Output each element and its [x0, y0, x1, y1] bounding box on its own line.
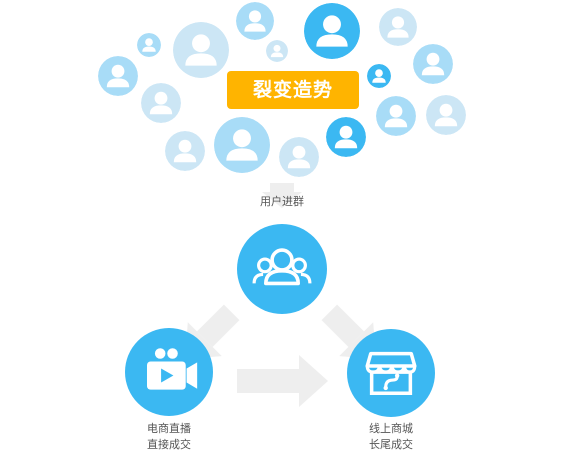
- avatar-icon: [137, 33, 161, 57]
- avatar-icon: [304, 3, 360, 59]
- fission-banner: 裂变造势: [227, 71, 359, 109]
- avatar-icon: [214, 117, 270, 173]
- avatar-icon: [376, 96, 416, 136]
- video-camera-icon: [147, 348, 198, 390]
- live-stream-label-line2: 直接成交: [147, 438, 191, 451]
- avatar-icon: [141, 83, 181, 123]
- avatar-icon: [266, 40, 288, 62]
- online-store-label-line2: 长尾成交: [369, 438, 413, 451]
- avatar-icon: [367, 64, 391, 88]
- join-group-label: 用户进群: [260, 195, 304, 208]
- live-stream-node: [125, 328, 213, 416]
- avatar-icon: [165, 131, 205, 171]
- online-store-node: [347, 329, 435, 417]
- avatar-icon: [98, 56, 138, 96]
- avatar-icon: [326, 117, 366, 157]
- user-group-icon: [252, 248, 312, 286]
- avatar-icon: [379, 8, 417, 46]
- online-store-label: 线上商城 长尾成交: [341, 421, 441, 453]
- arrow-down: [262, 183, 302, 208]
- avatar-icon: [279, 137, 319, 177]
- avatar-icon: [413, 44, 453, 84]
- avatar-icon: [236, 2, 274, 40]
- group-node: [237, 224, 327, 314]
- online-store-icon: [365, 351, 417, 395]
- avatar-icon: [173, 22, 229, 78]
- arrow-live-to-shop: [237, 355, 328, 407]
- live-stream-label: 电商直播 直接成交: [119, 421, 219, 453]
- online-store-label-line1: 线上商城: [369, 422, 413, 435]
- avatar-icon: [426, 95, 466, 135]
- live-stream-label-line1: 电商直播: [147, 422, 191, 435]
